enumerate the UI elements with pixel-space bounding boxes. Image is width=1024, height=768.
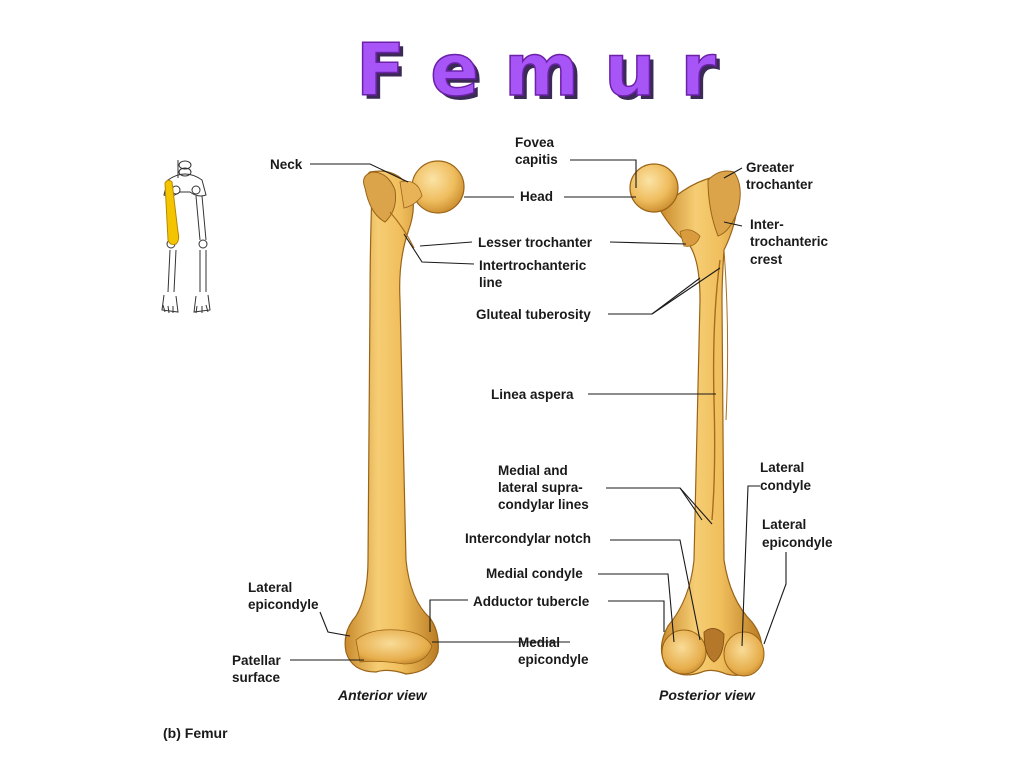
- svg-text:Intercondylar notch: Intercondylar notch: [465, 531, 591, 546]
- svg-text:Adductor tubercle: Adductor tubercle: [473, 594, 590, 609]
- label-head: Head: [520, 189, 553, 204]
- label-medial-epicondyle: Medial epicondyle: [518, 635, 589, 667]
- posterior-medial-condyle: [661, 629, 707, 675]
- label-lateral-condyle: Lateral condyle: [760, 460, 812, 493]
- svg-text:Lateral: Lateral: [248, 580, 292, 595]
- label-intertrochanteric-crest: Inter- trochanteric crest: [750, 217, 829, 267]
- posterior-intercondylar-notch: [703, 628, 725, 663]
- svg-text:Medial: Medial: [518, 635, 560, 650]
- svg-text:Patellar: Patellar: [232, 653, 282, 668]
- highlighted-femur-icon: [164, 179, 180, 245]
- label-greater-trochanter: Greater trochanter: [746, 160, 814, 192]
- figure-caption: (b) Femur: [163, 725, 228, 741]
- svg-text:Medial condyle: Medial condyle: [486, 566, 583, 581]
- svg-text:Medial and: Medial and: [498, 463, 568, 478]
- title-text: F e m u r: [356, 28, 717, 112]
- anterior-greater-trochanter: [363, 171, 396, 223]
- posterior-lateral-condyle: [723, 631, 765, 677]
- svg-text:trochanteric: trochanteric: [750, 234, 829, 249]
- posterior-femur-head: [629, 163, 679, 213]
- label-lateral-epicondyle-right: Lateral epicondyle: [762, 517, 833, 550]
- posterior-lesser-trochanter: [679, 229, 701, 247]
- anterior-femur: [344, 160, 465, 675]
- svg-text:Intertrochanteric: Intertrochanteric: [479, 258, 587, 273]
- label-gluteal-tuberosity: Gluteal tuberosity: [476, 307, 591, 322]
- label-intertrochanteric-line: Intertrochanteric line: [479, 258, 587, 290]
- label-fovea-capitis: Fovea capitis: [515, 135, 558, 167]
- svg-text:Lateral: Lateral: [762, 517, 806, 532]
- posterior-femur: [629, 163, 765, 677]
- svg-text:trochanter: trochanter: [746, 177, 814, 192]
- svg-text:lateral supra-: lateral supra-: [498, 480, 583, 495]
- svg-text:Neck: Neck: [270, 157, 303, 172]
- anterior-view-label: Anterior view: [337, 687, 428, 703]
- anterior-patellar-surface: [355, 629, 433, 665]
- svg-text:Inter-: Inter-: [750, 217, 784, 232]
- label-linea-aspera: Linea aspera: [491, 387, 574, 402]
- posterior-view-label: Posterior view: [659, 687, 756, 703]
- label-neck: Neck: [270, 157, 303, 172]
- posterior-femur-shaft: [659, 175, 763, 676]
- anterior-neck: [399, 180, 423, 209]
- svg-text:Lesser trochanter: Lesser trochanter: [478, 235, 593, 250]
- label-intercondylar-notch: Intercondylar notch: [465, 531, 591, 546]
- label-medial-condyle: Medial condyle: [486, 566, 583, 581]
- svg-text:Linea aspera: Linea aspera: [491, 387, 574, 402]
- leader-lines: [290, 159, 787, 661]
- svg-text:crest: crest: [750, 252, 783, 267]
- label-lateral-epicondyle-left: Lateral epicondyle: [248, 580, 319, 612]
- svg-text:line: line: [479, 275, 503, 290]
- svg-text:Fovea: Fovea: [515, 135, 555, 150]
- svg-text:capitis: capitis: [515, 152, 558, 167]
- anterior-femur-shaft: [344, 170, 439, 675]
- svg-text:condyle: condyle: [760, 478, 812, 493]
- svg-text:Lateral: Lateral: [760, 460, 804, 475]
- posterior-linea-aspera: [711, 259, 721, 521]
- posterior-greater-trochanter: [707, 170, 741, 237]
- label-lesser-trochanter: Lesser trochanter: [478, 235, 593, 250]
- svg-text:epicondyle: epicondyle: [762, 535, 833, 550]
- svg-text:epicondyle: epicondyle: [518, 652, 589, 667]
- svg-text:epicondyle: epicondyle: [248, 597, 319, 612]
- title-shadow: F e m u r: [360, 32, 721, 116]
- svg-text:Head: Head: [520, 189, 553, 204]
- svg-text:Greater: Greater: [746, 160, 795, 175]
- label-supracondylar-lines: Medial and lateral supra- condylar lines: [498, 463, 589, 512]
- label-adductor-tubercle: Adductor tubercle: [473, 594, 590, 609]
- svg-text:surface: surface: [232, 670, 281, 685]
- anterior-femur-head: [411, 160, 465, 214]
- page-title: F e m u r F e m u r: [355, 27, 721, 116]
- svg-text:Gluteal tuberosity: Gluteal tuberosity: [476, 307, 591, 322]
- svg-text:condylar lines: condylar lines: [498, 497, 589, 512]
- label-patellar-surface: Patellar surface: [232, 653, 282, 685]
